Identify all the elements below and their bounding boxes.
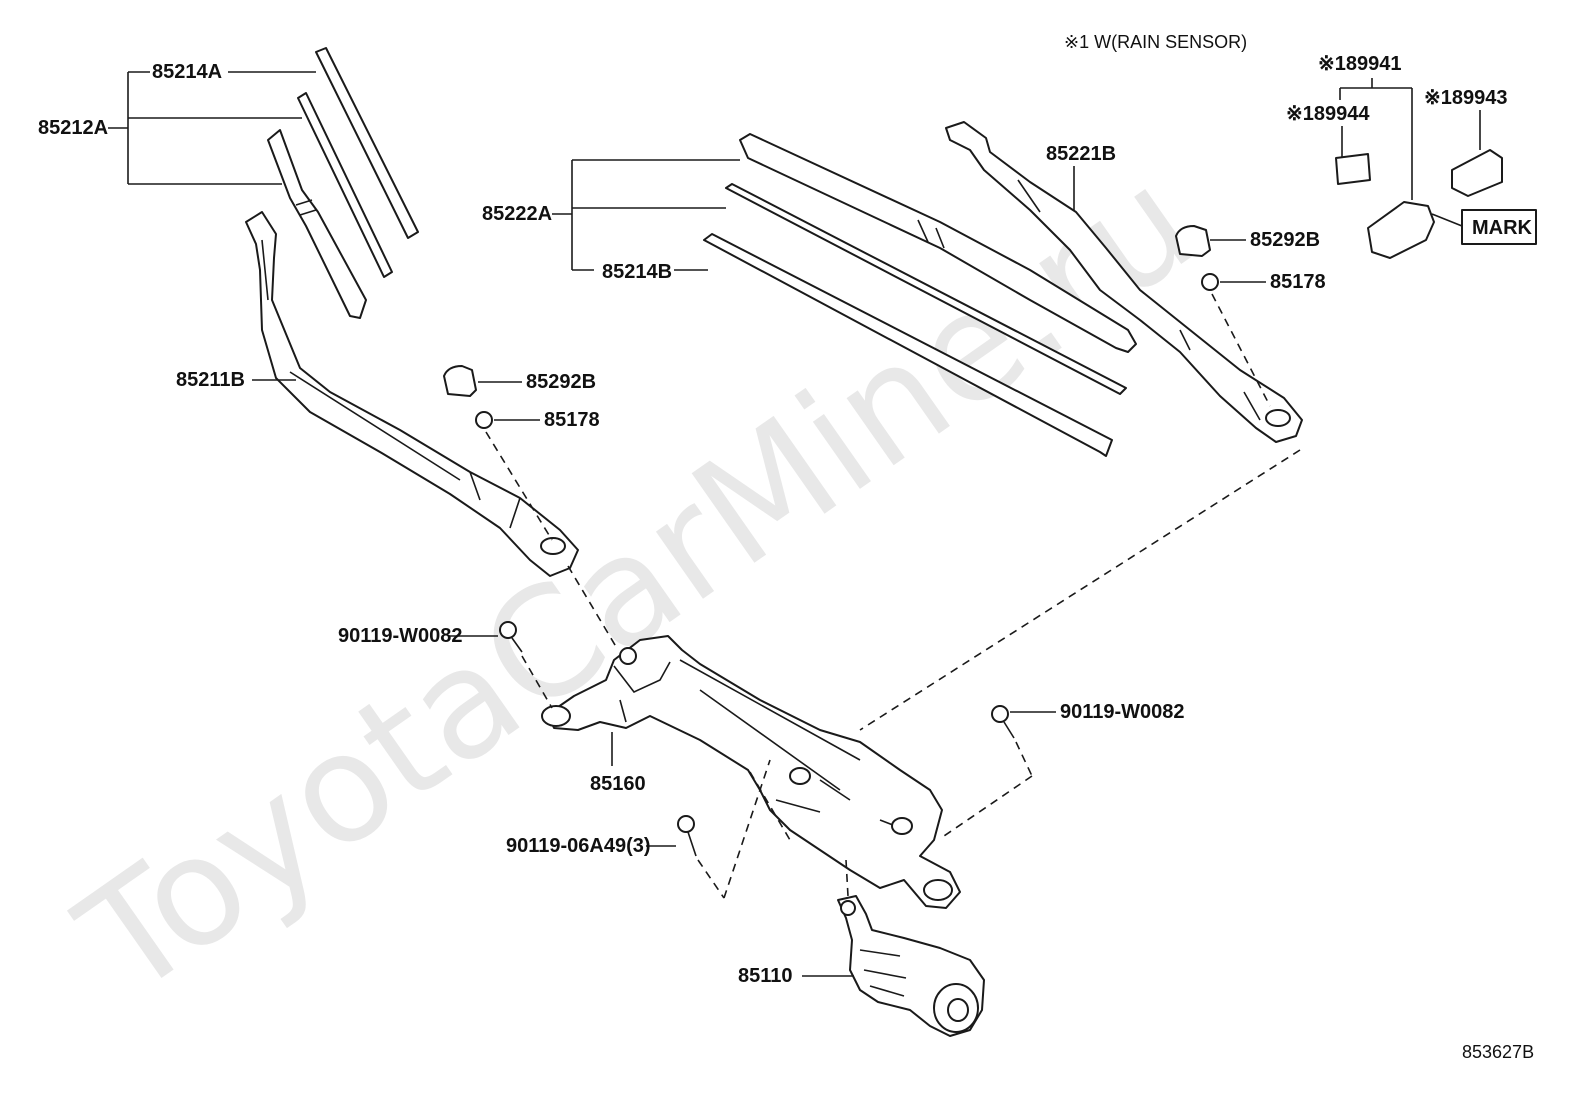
label-85292B-right: 85292B (1250, 229, 1320, 251)
label-85178-left: 85178 (544, 409, 600, 431)
label-85178-right: 85178 (1270, 271, 1326, 293)
left-blade-group (108, 47, 419, 319)
figure-id: 853627B (1462, 1042, 1534, 1062)
label-mark: MARK (1472, 217, 1533, 239)
right-arm-cap (1175, 225, 1211, 257)
label-85110: 85110 (738, 965, 793, 987)
label-90119-W0082-left: 90119-W0082 (338, 625, 463, 647)
label-85221B: 85221B (1046, 143, 1116, 165)
right-blade-strip (725, 183, 1127, 395)
left-blade-rubber (315, 47, 419, 239)
label-89943: ※189943 (1424, 87, 1508, 109)
right-arm-nut (1201, 273, 1219, 291)
left-arm-nut (475, 411, 493, 429)
mark-box (1461, 209, 1537, 245)
wiper-linkage (541, 635, 961, 909)
bolt-right (991, 705, 1015, 739)
left-blade-body (267, 129, 367, 319)
sensor-pad (1335, 153, 1371, 185)
label-89944: ※189944 (1286, 103, 1370, 125)
label-85214B: 85214B (602, 261, 672, 283)
label-85292B-left: 85292B (526, 371, 596, 393)
label-90119-06A49: 90119-06A49(3) (506, 835, 651, 857)
bolt-left (499, 621, 523, 653)
right-blade-body (739, 133, 1137, 353)
label-85211B: 85211B (176, 369, 245, 391)
left-wiper-arm (245, 211, 579, 577)
left-blade-strip (297, 92, 393, 278)
label-85214A: 85214A (152, 61, 222, 83)
right-wiper-arm (945, 121, 1303, 443)
rain-sensor (1367, 201, 1435, 259)
label-89941: ※189941 (1318, 53, 1402, 75)
rain-sensor-note: ※1 W(RAIN SENSOR) (1064, 32, 1247, 52)
label-90119-W0082-right: 90119-W0082 (1060, 701, 1185, 723)
label-85212A: 85212A (38, 117, 108, 139)
bolt-bottom (677, 815, 697, 857)
left-arm-cap (443, 365, 477, 397)
label-85160: 85160 (590, 773, 646, 795)
right-blade-rubber (703, 233, 1113, 457)
wiper-motor (802, 859, 985, 1037)
right-blade-group (552, 133, 1137, 457)
sensor-cover (1451, 149, 1503, 197)
label-85222A: 85222A (482, 203, 552, 225)
